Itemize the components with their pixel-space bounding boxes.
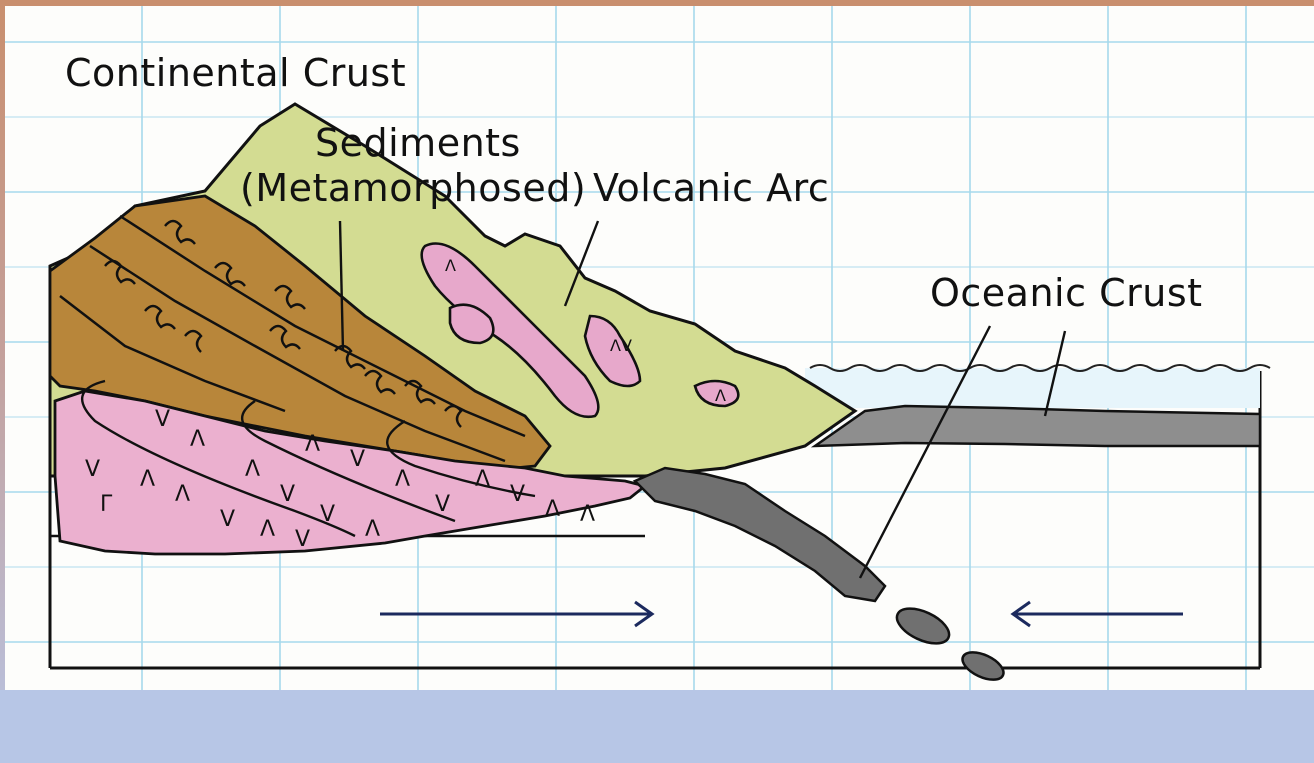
svg-text:V: V [220, 507, 235, 532]
svg-text:Λ: Λ [715, 386, 726, 405]
svg-text:Λ: Λ [140, 467, 155, 492]
svg-text:Λ: Λ [365, 517, 380, 542]
slab-fragment [958, 647, 1007, 686]
motion-arrow-left [1013, 602, 1183, 626]
svg-text:Λ: Λ [175, 482, 190, 507]
svg-text:Λ: Λ [580, 502, 595, 527]
label-volcanic-arc: Volcanic Arc [593, 166, 829, 210]
svg-text:Λ: Λ [190, 427, 205, 452]
svg-text:V: V [295, 527, 310, 552]
oceanic-crust [815, 406, 1260, 446]
svg-text:V: V [320, 502, 335, 527]
label-sediments: Sediments [315, 121, 521, 165]
svg-text:Λ: Λ [545, 497, 560, 522]
svg-text:Λ: Λ [260, 517, 275, 542]
svg-text:V: V [510, 482, 525, 507]
svg-text:Λ: Λ [395, 467, 410, 492]
svg-text:Λ: Λ [475, 467, 490, 492]
svg-text:ΛV: ΛV [610, 336, 632, 355]
sea-water [805, 365, 1270, 408]
svg-text:V: V [155, 407, 170, 432]
svg-text:Λ: Λ [305, 432, 320, 457]
label-oceanic-crust: Oceanic Crust [930, 271, 1203, 315]
label-continental-crust: Continental Crust [65, 51, 406, 95]
subducting-slab [635, 468, 885, 601]
svg-text:Λ: Λ [245, 457, 260, 482]
svg-text:V: V [85, 457, 100, 482]
svg-text:V: V [435, 492, 450, 517]
svg-text:V: V [280, 482, 295, 507]
motion-arrow-right [380, 602, 652, 626]
label-metamorphosed: (Metamorphosed) [240, 166, 586, 210]
slab-fragment [892, 601, 955, 650]
svg-text:V: V [350, 447, 365, 472]
bottom-band [0, 690, 1314, 763]
svg-text:Γ: Γ [100, 492, 113, 517]
svg-text:Λ: Λ [445, 256, 456, 275]
